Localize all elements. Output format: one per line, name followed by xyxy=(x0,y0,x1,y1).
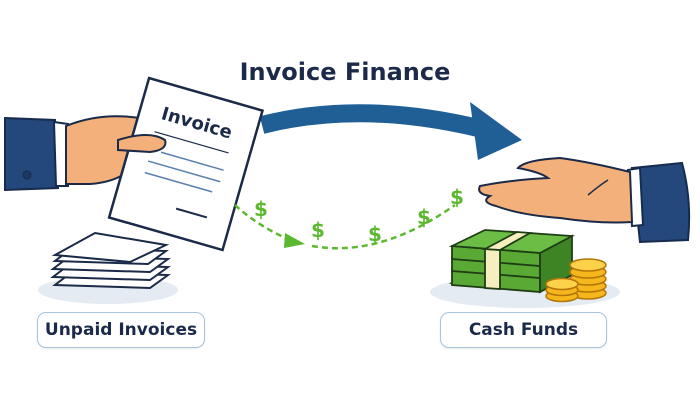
dollar-icon: $ xyxy=(450,185,464,209)
unpaid-invoices-label: Unpaid Invoices xyxy=(37,312,205,348)
dollar-icon: $ xyxy=(417,205,431,229)
transfer-arrow-icon xyxy=(259,102,522,160)
coins-icon xyxy=(545,258,607,303)
dollar-icon: $ xyxy=(311,218,325,242)
paper-stack-icon xyxy=(50,231,171,290)
cash-flow-path xyxy=(234,203,456,250)
invoice-document-icon: Invoice xyxy=(107,76,265,252)
dollar-icon: $ xyxy=(368,222,382,246)
dollar-icon: $ xyxy=(254,197,268,221)
page-title: Invoice Finance xyxy=(239,58,451,86)
receiving-hand-icon xyxy=(478,156,691,244)
cash-funds-label: Cash Funds xyxy=(440,312,607,348)
